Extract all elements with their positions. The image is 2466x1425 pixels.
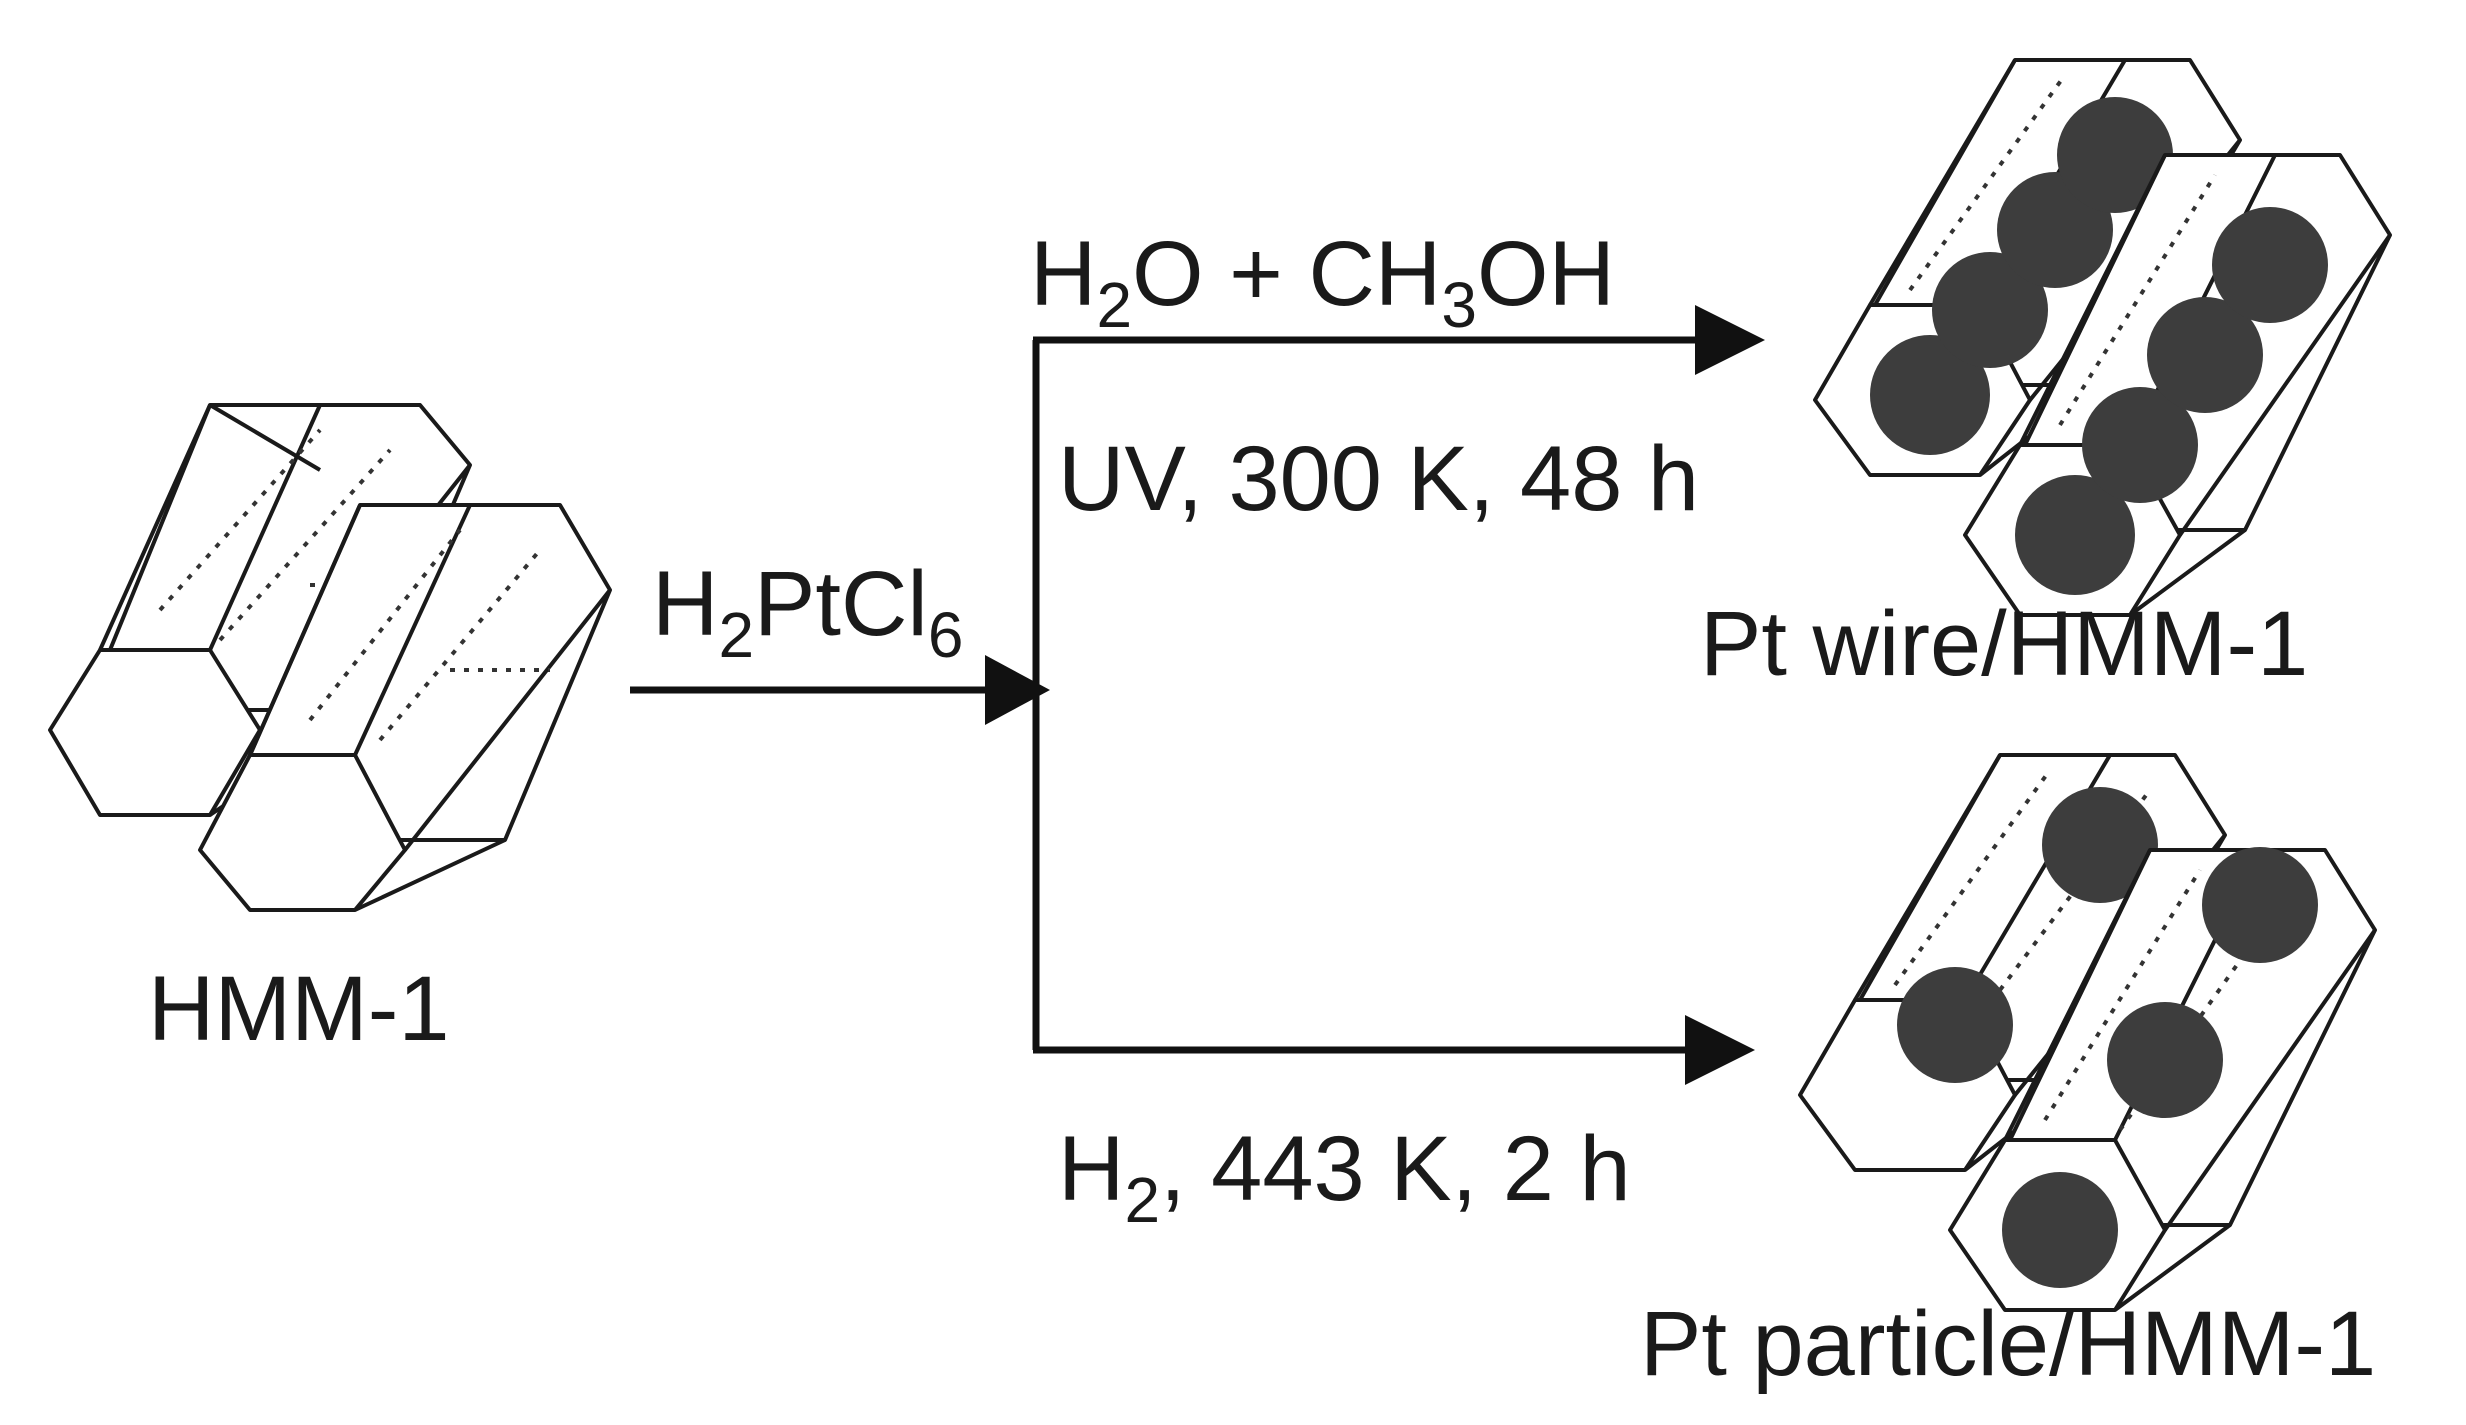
pt-wire-segment: [1932, 252, 2048, 368]
main-arrow: [630, 655, 1050, 725]
pt-wire-segment: [2057, 97, 2173, 213]
wire-channel-right: [1963, 153, 2392, 617]
hmm1-channel-right: [198, 503, 612, 912]
hmm1-channel-left: [48, 403, 472, 817]
pt-wire-segment: [2147, 297, 2263, 413]
hmm1-structure: [48, 403, 612, 912]
product-wire-label: Pt wire/HMM-1: [1700, 593, 2308, 695]
upper-arrow: [1033, 305, 1765, 375]
start-material-label: HMM-1: [148, 958, 450, 1060]
particle-channel-left: [1798, 753, 2227, 1172]
pt-particle: [2202, 847, 2318, 963]
pt-wire-segment: [1870, 335, 1990, 455]
upper-solvent-label: H2O + CH3OH: [1030, 223, 1615, 341]
pt-particle-structure: [1798, 753, 2377, 1312]
pt-particle: [1897, 967, 2013, 1083]
pt-wire-structure: [1813, 58, 2392, 617]
pt-wire-segment: [2082, 387, 2198, 503]
pt-wire-segment: [2015, 475, 2135, 595]
wire-channel-left: [1813, 58, 2242, 477]
particle-channel-right: [1948, 847, 2377, 1312]
pt-particle: [2002, 1172, 2118, 1288]
lower-conditions-label: H2, 443 K, 2 h: [1058, 1118, 1631, 1236]
pt-particle: [2042, 787, 2158, 903]
reagent-label: H2PtCl6: [652, 553, 963, 671]
product-particle-label: Pt particle/HMM-1: [1640, 1293, 2376, 1395]
upper-conditions-label: UV, 300 K, 48 h: [1058, 428, 1699, 530]
lower-arrow: [1033, 1015, 1755, 1085]
pt-particle: [2107, 1002, 2223, 1118]
pt-wire-segment: [2212, 207, 2328, 323]
